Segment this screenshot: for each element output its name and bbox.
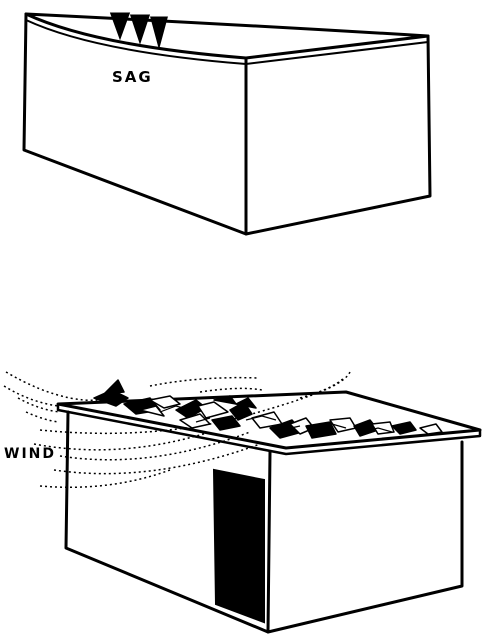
sag-roof-edge [25,19,429,65]
sag-label: SAG [112,68,153,86]
wind-side-wall [266,440,464,634]
wind-streamlines [3,371,351,488]
sag-roof-outline [24,12,430,60]
sag-front-wall [22,12,248,236]
sag-side-wall [244,34,432,236]
wind-label: WIND [4,446,56,462]
sag-load-arrows [109,12,168,50]
sag-building [22,12,432,236]
wind-roof-edge [56,402,482,456]
doorway [212,468,265,624]
roof-cracks [159,405,393,433]
wind-front-wall [64,410,272,634]
wind-building [56,390,482,634]
